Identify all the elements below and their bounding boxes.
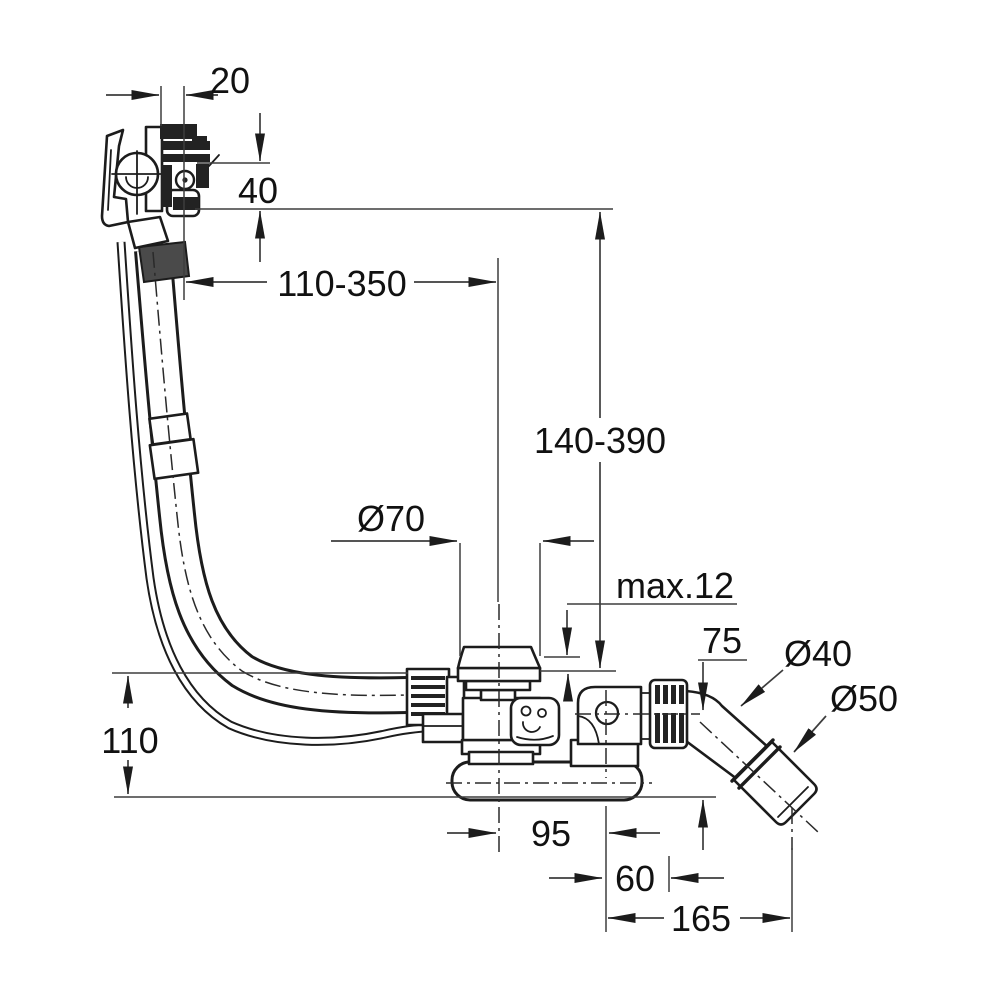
hose-couplings (137, 240, 200, 481)
dimension-lines (106, 90, 827, 923)
dim-label-110-350: 110-350 (277, 263, 406, 304)
dim-label-20: 20 (210, 60, 250, 101)
dim-label-140-390: 140-390 (534, 420, 666, 461)
dim-label-75: 75 (702, 620, 742, 661)
bottle-trap (450, 760, 644, 802)
dimension-labels: 20 40 110-350 140-390 Ø70 max.12 75 Ø40 … (101, 60, 898, 939)
angled-outlet-pipe (684, 689, 818, 826)
waste-body (460, 696, 561, 766)
overflow-filler-unit (100, 124, 220, 250)
extension-lines (112, 86, 793, 932)
dim-label-110: 110 (101, 720, 158, 761)
cable-connector-block (421, 712, 465, 744)
dim-label-95: 95 (531, 813, 571, 854)
drain-flange (456, 645, 542, 702)
control-cable (116, 241, 437, 746)
dim-label-d50: Ø50 (830, 678, 898, 719)
dim-label-max12: max.12 (616, 565, 734, 606)
center-lines (152, 251, 819, 856)
pivot-screw (594, 700, 620, 726)
dim-label-165: 165 (671, 898, 731, 939)
overflow-inlet-port (509, 696, 561, 747)
outlet-elbow (569, 685, 652, 768)
dim-label-60: 60 (615, 858, 655, 899)
dim-label-d40: Ø40 (784, 633, 852, 674)
dim-label-40: 40 (238, 170, 278, 211)
hose-union-fitting (405, 667, 466, 744)
corrugated-sleeve (137, 240, 191, 284)
dim-label-d70: Ø70 (357, 498, 425, 539)
